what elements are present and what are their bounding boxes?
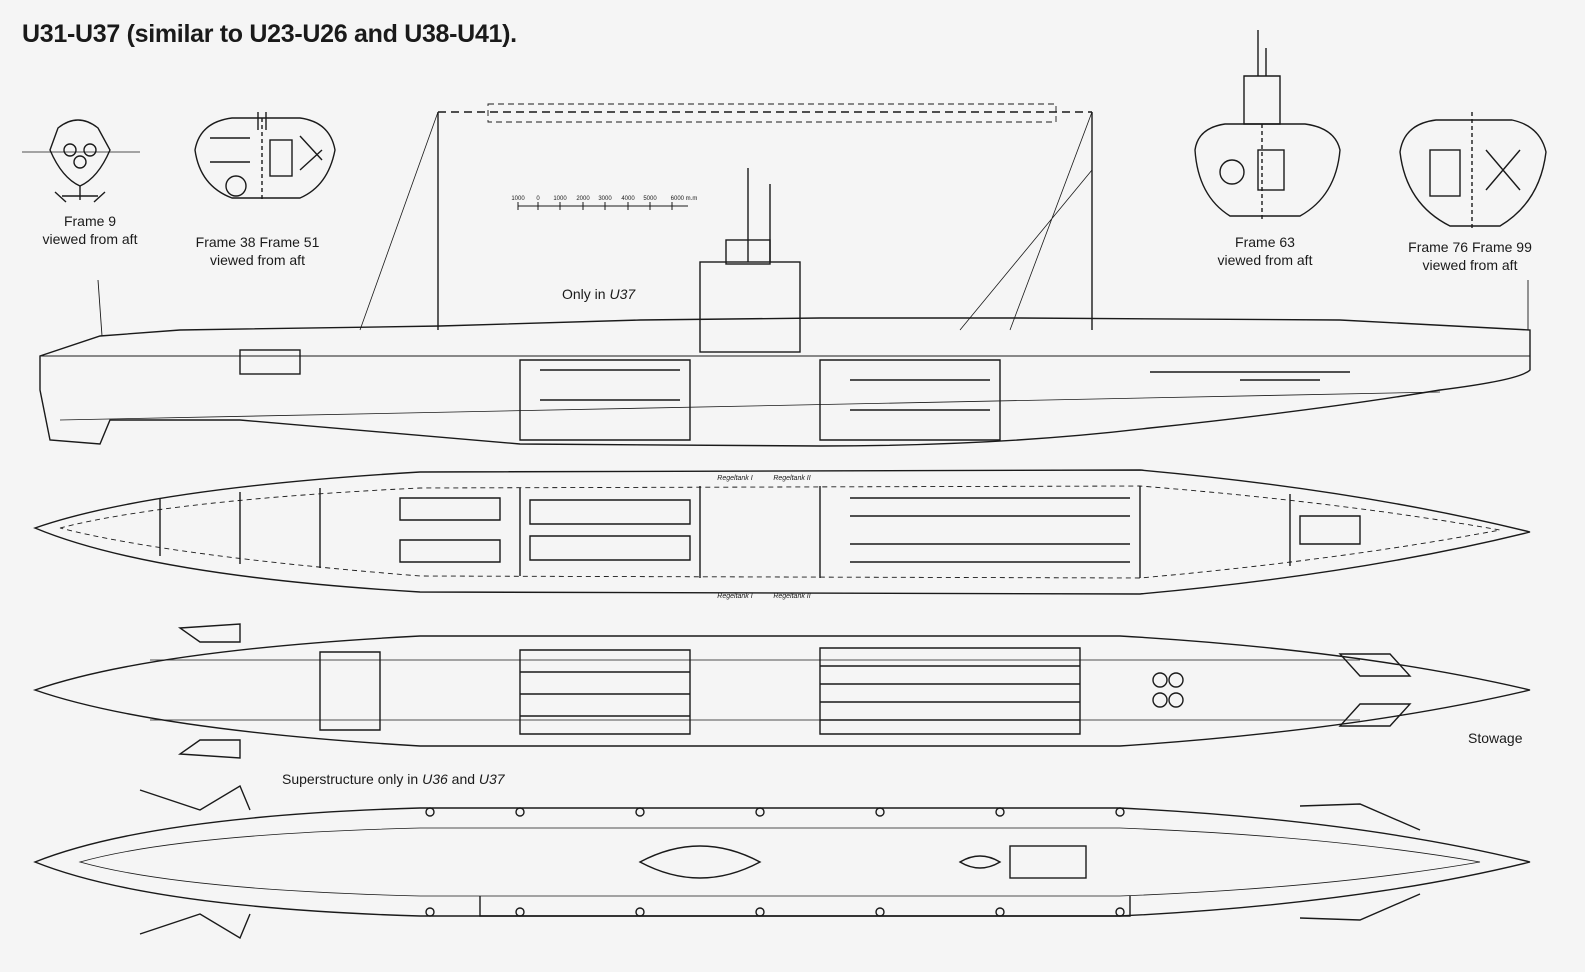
scale-tick-label: 2000 (576, 196, 590, 202)
section-label-line1: Frame 63 (1235, 234, 1295, 250)
scale-tick-label: 4000 (621, 196, 635, 202)
note-superstructure: Superstructure only in U36 and U37 (282, 770, 505, 788)
section-label-line1: Frame 9 (63, 213, 117, 229)
section-frame-38-51-drawing (194, 112, 336, 200)
compartment-label: Regeltank II (773, 593, 810, 600)
scale-bar-drawing (517, 202, 688, 210)
section-frame-76-99-drawing (1399, 112, 1547, 230)
scale-tick-label: 1000 (511, 196, 525, 202)
note-text: Superstructure only in (282, 771, 423, 787)
section-frame-63-drawing (1194, 30, 1341, 220)
section-label-line2: viewed from aft (1422, 257, 1518, 273)
scale-tick-label: 3000 (598, 196, 612, 202)
section-frame-9-drawing (22, 119, 140, 203)
section-label-frame-76-99: Frame 76 Frame 99 viewed from aft (1395, 238, 1545, 274)
section-label-frame-63: Frame 63 viewed from aft (1200, 233, 1330, 269)
boat-name: U37 (609, 286, 636, 302)
scale-tick-label: 1000 (553, 196, 567, 202)
plan-view-hull-drawing (33, 469, 1531, 595)
boat-name: U36 (422, 771, 448, 787)
section-label-line2: viewed from aft (210, 252, 305, 268)
note-stowage: Stowage (1468, 730, 1523, 746)
section-label-line2: viewed from aft (42, 231, 138, 247)
section-label-line1: Frame 38 Frame 51 (195, 234, 320, 250)
compartment-label: Regeltank I (717, 593, 752, 600)
note-only-in-u37: Only in U37 (562, 285, 635, 303)
section-label-frame-38-51: Frame 38 Frame 51 viewed from aft (185, 233, 330, 269)
boat-name: U37 (478, 771, 505, 787)
plan-view-deck-drawing (32, 623, 1531, 759)
section-label-frame-9: Frame 9 viewed from aft (30, 212, 150, 248)
section-label-line2: viewed from aft (1217, 252, 1313, 268)
note-text: and (447, 771, 479, 787)
scale-tick-label: 0 (536, 196, 540, 202)
compartment-label: Regeltank I (717, 475, 752, 482)
scale-tick-label: 5000 (643, 196, 657, 202)
compartment-label: Regeltank II (773, 475, 810, 482)
side-profile-drawing (39, 103, 1531, 447)
section-label-line1: Frame 76 Frame 99 (1408, 239, 1532, 255)
scale-tick-label: 6000 m.m (671, 196, 698, 202)
page-title: U31-U37 (similar to U23-U26 and U38-U41)… (22, 20, 517, 48)
note-text: Only in (562, 286, 610, 302)
plan-view-superstructure-drawing (33, 784, 1531, 940)
